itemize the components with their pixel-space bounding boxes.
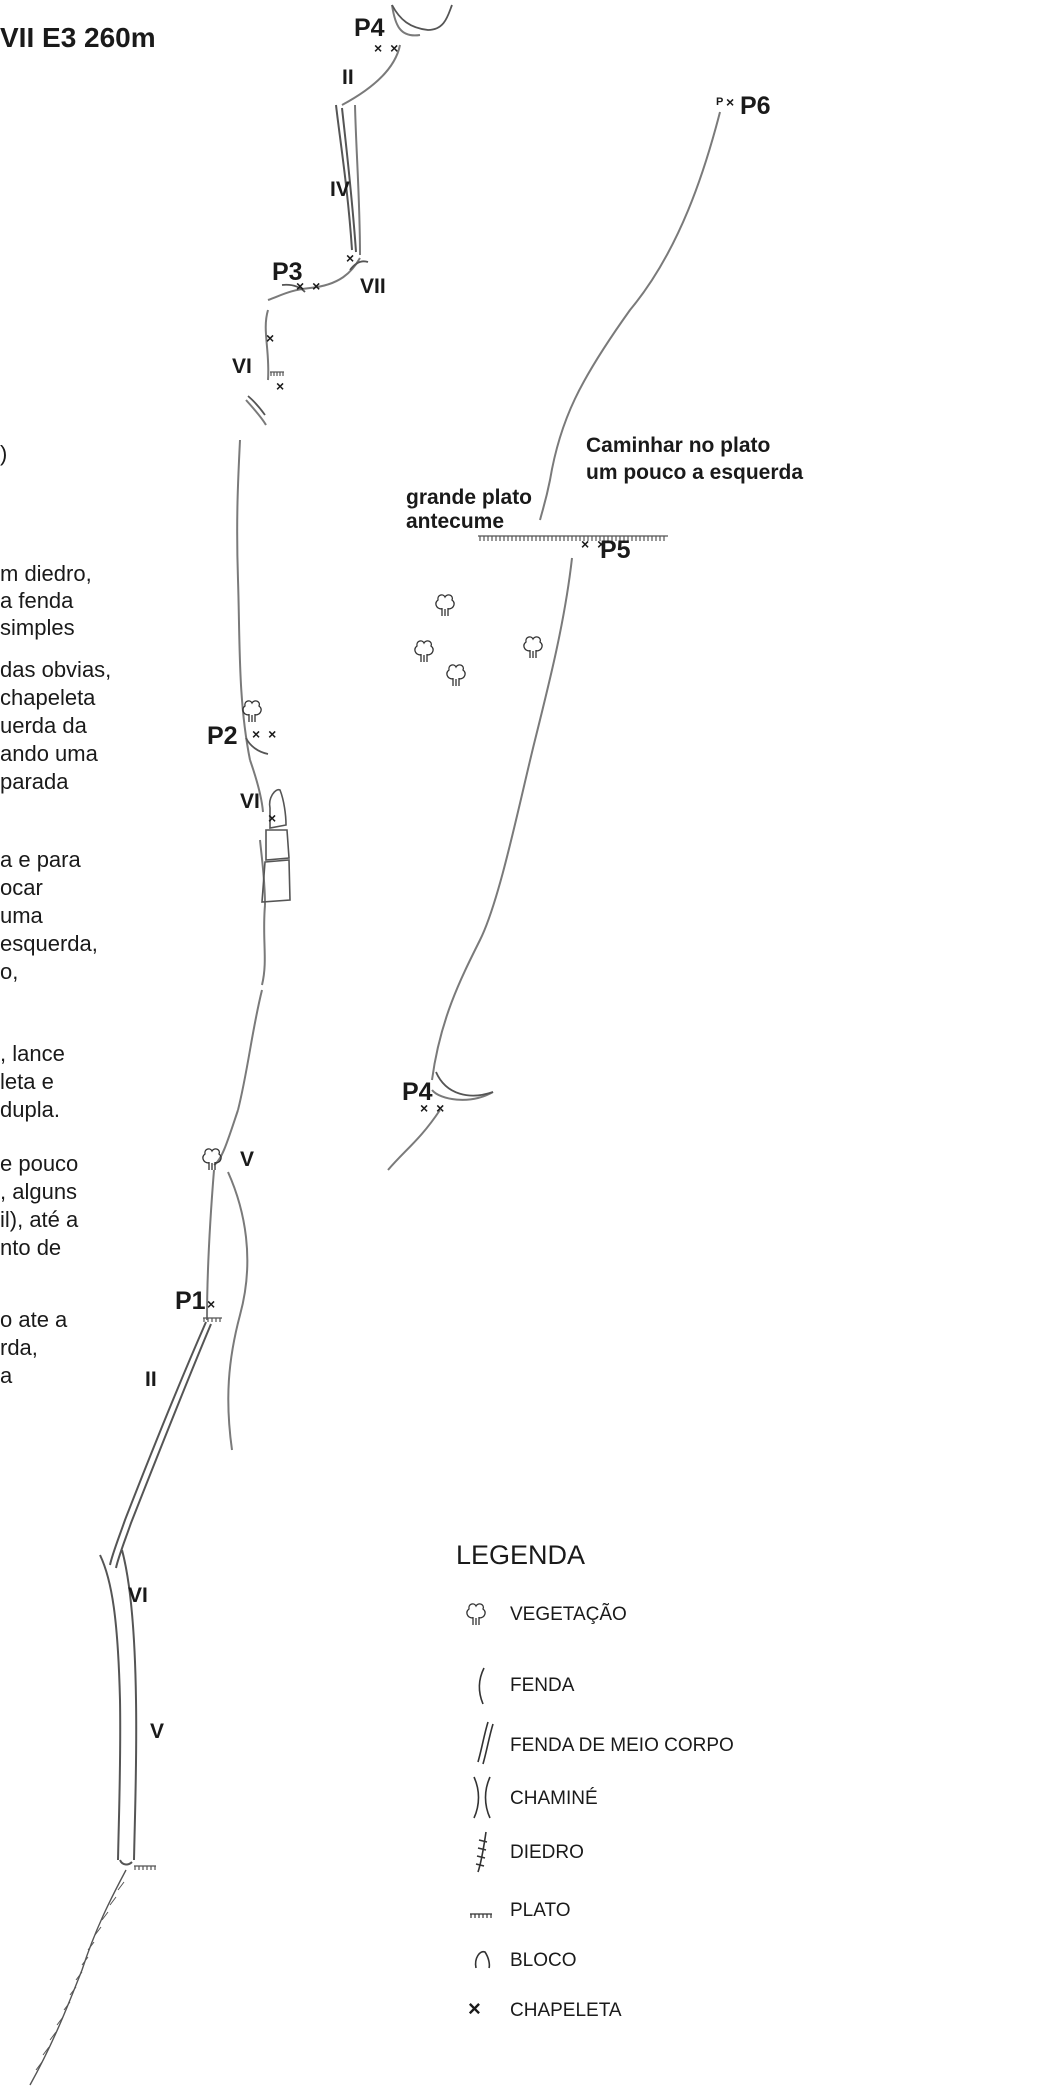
note-grande-1: grande plato [406, 486, 533, 509]
grade-ii-top: II [342, 66, 354, 89]
pitch-label-p1: P1 [175, 1287, 206, 1315]
bolt-vi-2: × [276, 378, 287, 394]
desc-line: il), até a [0, 1207, 79, 1232]
ledge-markers-left [134, 371, 284, 1870]
desc-line: ) [0, 441, 8, 466]
grade-v-p1: V [240, 1148, 255, 1171]
desc-line: uerda da [0, 713, 87, 738]
bolt-p2-vi: × [268, 810, 279, 826]
vegetation-right-3 [446, 664, 466, 687]
ledge-grande-plato [478, 535, 668, 541]
ledge-icon [470, 1913, 492, 1918]
desc-line: dupla. [0, 1097, 60, 1122]
legend-title: LEGENDA [456, 1540, 586, 1570]
vegetation-right-2 [414, 640, 434, 663]
grade-vi-low: VI [128, 1584, 148, 1607]
desc-line: , alguns [0, 1179, 78, 1204]
roof-feature-vi [247, 395, 266, 416]
note-grande-2: antecume [406, 510, 505, 533]
pitch-label-p2: P2 [207, 722, 238, 750]
legend-label-chamine: CHAMINÉ [510, 1788, 598, 1809]
desc-line: a e para [0, 847, 81, 872]
vegetation-icon [466, 1603, 486, 1626]
bolt-pair-p4-right: × × [420, 1100, 447, 1116]
desc-line: ocar [0, 875, 43, 900]
bolt-vii: × [346, 250, 357, 266]
bolt-pair-p5: × × [581, 536, 608, 552]
ledge-feature-p2 [245, 737, 269, 755]
offwidth-crack-icon [477, 1721, 494, 1765]
desc-line: a [0, 1363, 13, 1388]
desc-line: rda, [0, 1335, 38, 1360]
desc-line: , lance [0, 1041, 65, 1066]
route-title: VII E3 260m [0, 22, 156, 53]
legend-icons [466, 1603, 494, 1969]
pitch-label-p5: P5 [600, 536, 631, 564]
grade-v-low: V [150, 1720, 165, 1743]
vegetation-p2 [242, 700, 262, 723]
desc-line: uma [0, 903, 43, 928]
grade-vii: VII [360, 275, 386, 298]
bolt-vi-1: × [266, 330, 277, 346]
grade-iv: IV [330, 178, 350, 201]
dihedral-ticks [35, 1881, 125, 2071]
chimney-section [99, 1549, 138, 1866]
roof-feature-p4-right [435, 1071, 494, 1097]
bolt-pair-p4-top: × × [374, 40, 401, 56]
desc-line: esquerda, [0, 931, 98, 956]
block-icon [474, 1950, 491, 1969]
desc-line: e pouco [0, 1151, 79, 1176]
desc-line: chapeleta [0, 685, 96, 710]
crux-feature-vii [349, 260, 369, 271]
bolt-pair-p2: × × [252, 726, 279, 742]
desc-line: m diedro, [0, 561, 92, 586]
desc-line: das obvias, [0, 657, 112, 682]
note-caminhar-1: Caminhar no plato [586, 434, 771, 457]
pitch-label-p6: P6 [740, 92, 771, 120]
p-marker-p6: P [716, 96, 726, 108]
bolt-pair-p3: × × [296, 278, 323, 294]
legend-label-chapeleta: CHAPELETA [510, 2000, 622, 2021]
roof-feature-p4 [391, 4, 453, 31]
offwidth-crack-sections [109, 104, 357, 1569]
desc-line: simples [0, 615, 75, 640]
route-line-right [387, 111, 721, 1171]
desc-line: ando uma [0, 741, 98, 766]
vegetation-right-4 [523, 636, 543, 659]
grade-vi-p3: VI [232, 355, 252, 378]
bolt-p6: × [726, 94, 737, 110]
route-line-main [206, 4, 421, 1451]
grade-vi-p2: VI [240, 790, 260, 813]
dihedral-section [29, 1869, 127, 2086]
desc-line: o ate a [0, 1307, 68, 1332]
legend-label-fenda-meio-corpo: FENDA DE MEIO CORPO [510, 1735, 734, 1756]
vegetation-right-1 [435, 594, 455, 617]
desc-line: o, [0, 959, 19, 984]
pitch-label-p4-right: P4 [402, 1078, 433, 1106]
desc-line: a fenda [0, 588, 74, 613]
grade-ii-low: II [145, 1368, 157, 1391]
desc-line: parada [0, 769, 69, 794]
roof-feature-p3 [281, 283, 306, 293]
legend-label-bloco: BLOCO [510, 1950, 577, 1971]
bolt-icon: × [468, 1996, 481, 2021]
bolt-p1: × [207, 1296, 218, 1312]
chimney-icon [473, 1776, 491, 1819]
block-stack [261, 788, 291, 903]
crack-icon [478, 1667, 485, 1705]
desc-line: leta e [0, 1069, 54, 1094]
legend-label-plato: PLATO [510, 1900, 571, 1921]
note-caminhar-2: um pouco a esquerda [586, 461, 804, 484]
legend-label-diedro: DIEDRO [510, 1842, 584, 1863]
legend-label-fenda: FENDA [510, 1675, 575, 1696]
desc-line: nto de [0, 1235, 62, 1260]
pitch-label-p4-top: P4 [354, 14, 385, 42]
legend-label-vegetacao: VEGETAÇÃO [510, 1604, 627, 1625]
dihedral-icon [475, 1831, 488, 1873]
pitch-label-p3: P3 [272, 258, 303, 286]
